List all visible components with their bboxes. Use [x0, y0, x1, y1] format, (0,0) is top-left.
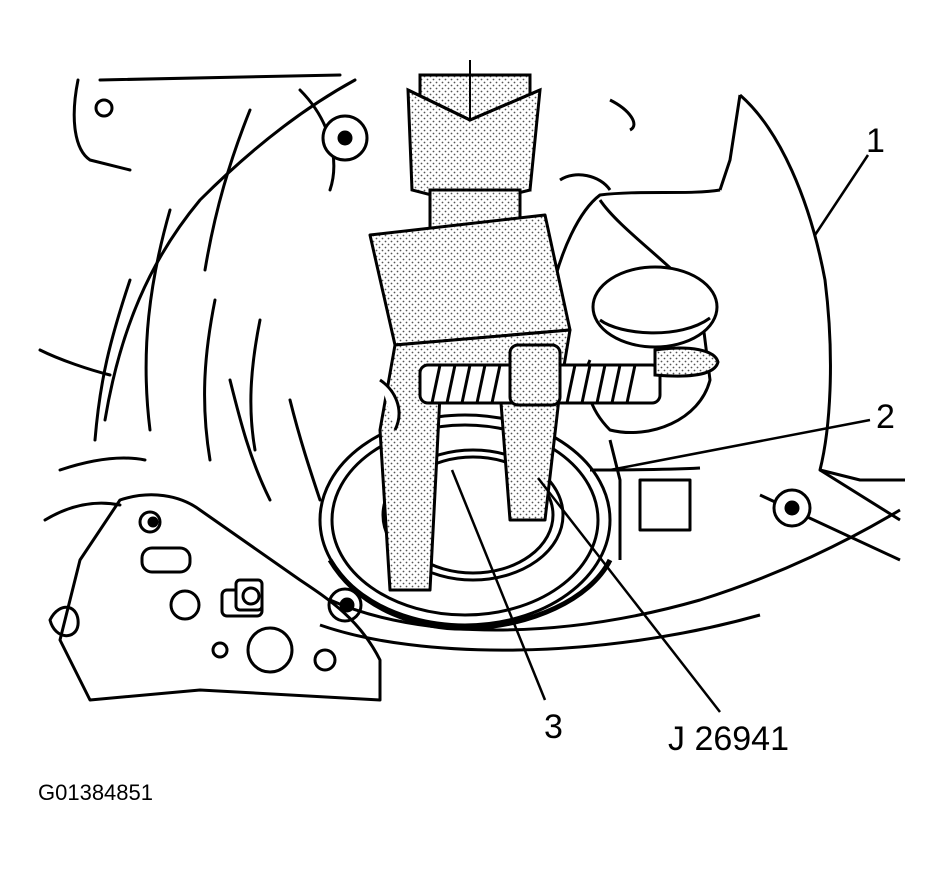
- leader-line-tool: [537, 477, 721, 713]
- leader-line-3: [450, 469, 547, 701]
- bolt: [220, 578, 264, 618]
- inspection-plug: [591, 265, 719, 349]
- seal-bore: [318, 413, 901, 652]
- callout-1: 1: [866, 122, 885, 160]
- threaded-screw: [379, 343, 720, 431]
- upper-bolt: [94, 98, 369, 162]
- tool-callout: J 26941: [668, 720, 789, 758]
- transmission-case-outline: [38, 73, 357, 522]
- valve-body-plate: [48, 493, 382, 702]
- callout-2: 2: [876, 398, 895, 436]
- leader-line-1: [813, 154, 870, 236]
- callout-3: 3: [544, 708, 563, 746]
- leader-lines: [450, 154, 871, 713]
- leader-line-2: [609, 418, 871, 472]
- figure-id: G01384851: [38, 780, 153, 805]
- cover-bolt: [772, 488, 812, 528]
